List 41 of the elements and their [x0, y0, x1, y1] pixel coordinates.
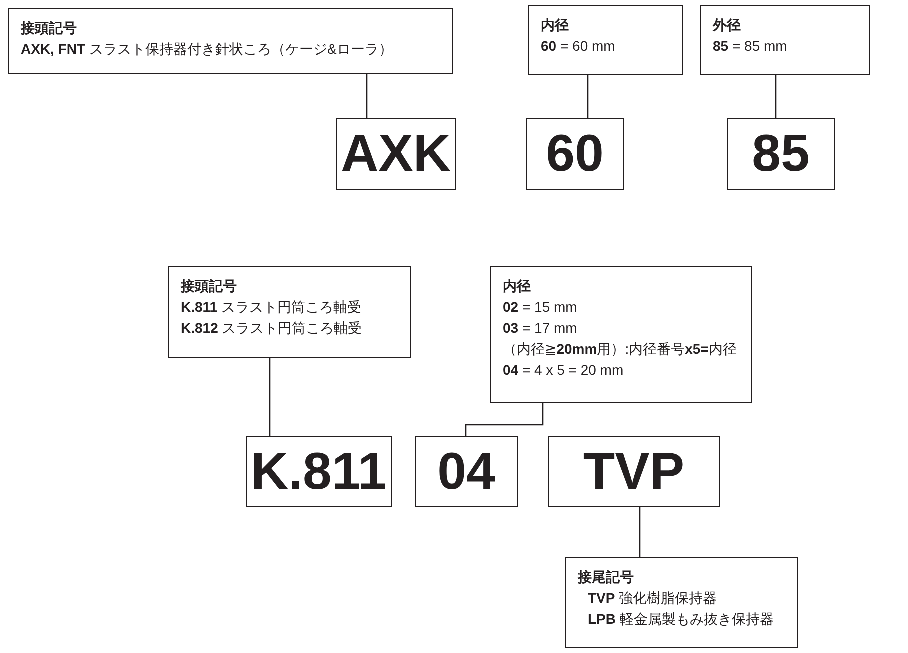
designation-code: TVP [583, 442, 685, 502]
callout-box [565, 557, 798, 648]
callout-heading: 接尾記号 [578, 568, 634, 587]
designation-code: AXK [341, 124, 451, 184]
callout-heading: 接頭記号 [21, 19, 77, 38]
callout-box [490, 266, 752, 403]
callout-box [8, 8, 453, 74]
callout-text: LPB 軽金属製もみ抜き保持器 [587, 610, 774, 629]
code-box [246, 436, 392, 507]
callout-text: （内径≧20mm用）:内径番号x5=内径 [503, 340, 737, 359]
leader-line [465, 403, 544, 436]
callout-text: K.811 スラスト円筒ころ軸受 [181, 298, 362, 317]
code-box [548, 436, 720, 507]
callout-text: 02 = 15 mm [503, 298, 578, 317]
callout-heading: 内径 [503, 277, 531, 296]
leader-line [366, 74, 368, 118]
leader-line [587, 75, 589, 118]
designation-code: 04 [438, 442, 496, 502]
leader-line [639, 507, 641, 557]
callout-box [168, 266, 411, 358]
code-box [526, 118, 624, 190]
code-box [727, 118, 835, 190]
callout-heading: 外径 [713, 16, 741, 35]
designation-code: 60 [546, 124, 604, 184]
callout-box [700, 5, 870, 75]
callout-heading: 接頭記号 [181, 277, 237, 296]
callout-text: 85 = 85 mm [713, 37, 788, 56]
code-box [336, 118, 456, 190]
callout-text: 60 = 60 mm [541, 37, 616, 56]
callout-text: TVP 強化樹脂保持器 [587, 589, 718, 608]
callout-box [528, 5, 683, 75]
leader-line [269, 358, 271, 436]
callout-text: AXK, FNT スラスト保持器付き針状ころ（ケージ&ローラ） [21, 40, 393, 59]
callout-heading: 内径 [541, 16, 569, 35]
designation-code: 85 [752, 124, 810, 184]
callout-text: 03 = 17 mm [503, 319, 578, 338]
callout-text: K.812 スラスト円筒ころ軸受 [181, 319, 362, 338]
code-box [415, 436, 518, 507]
leader-line [775, 75, 777, 118]
callout-text: 04 = 4 x 5 = 20 mm [503, 361, 624, 380]
designation-code: K.811 [251, 442, 387, 502]
